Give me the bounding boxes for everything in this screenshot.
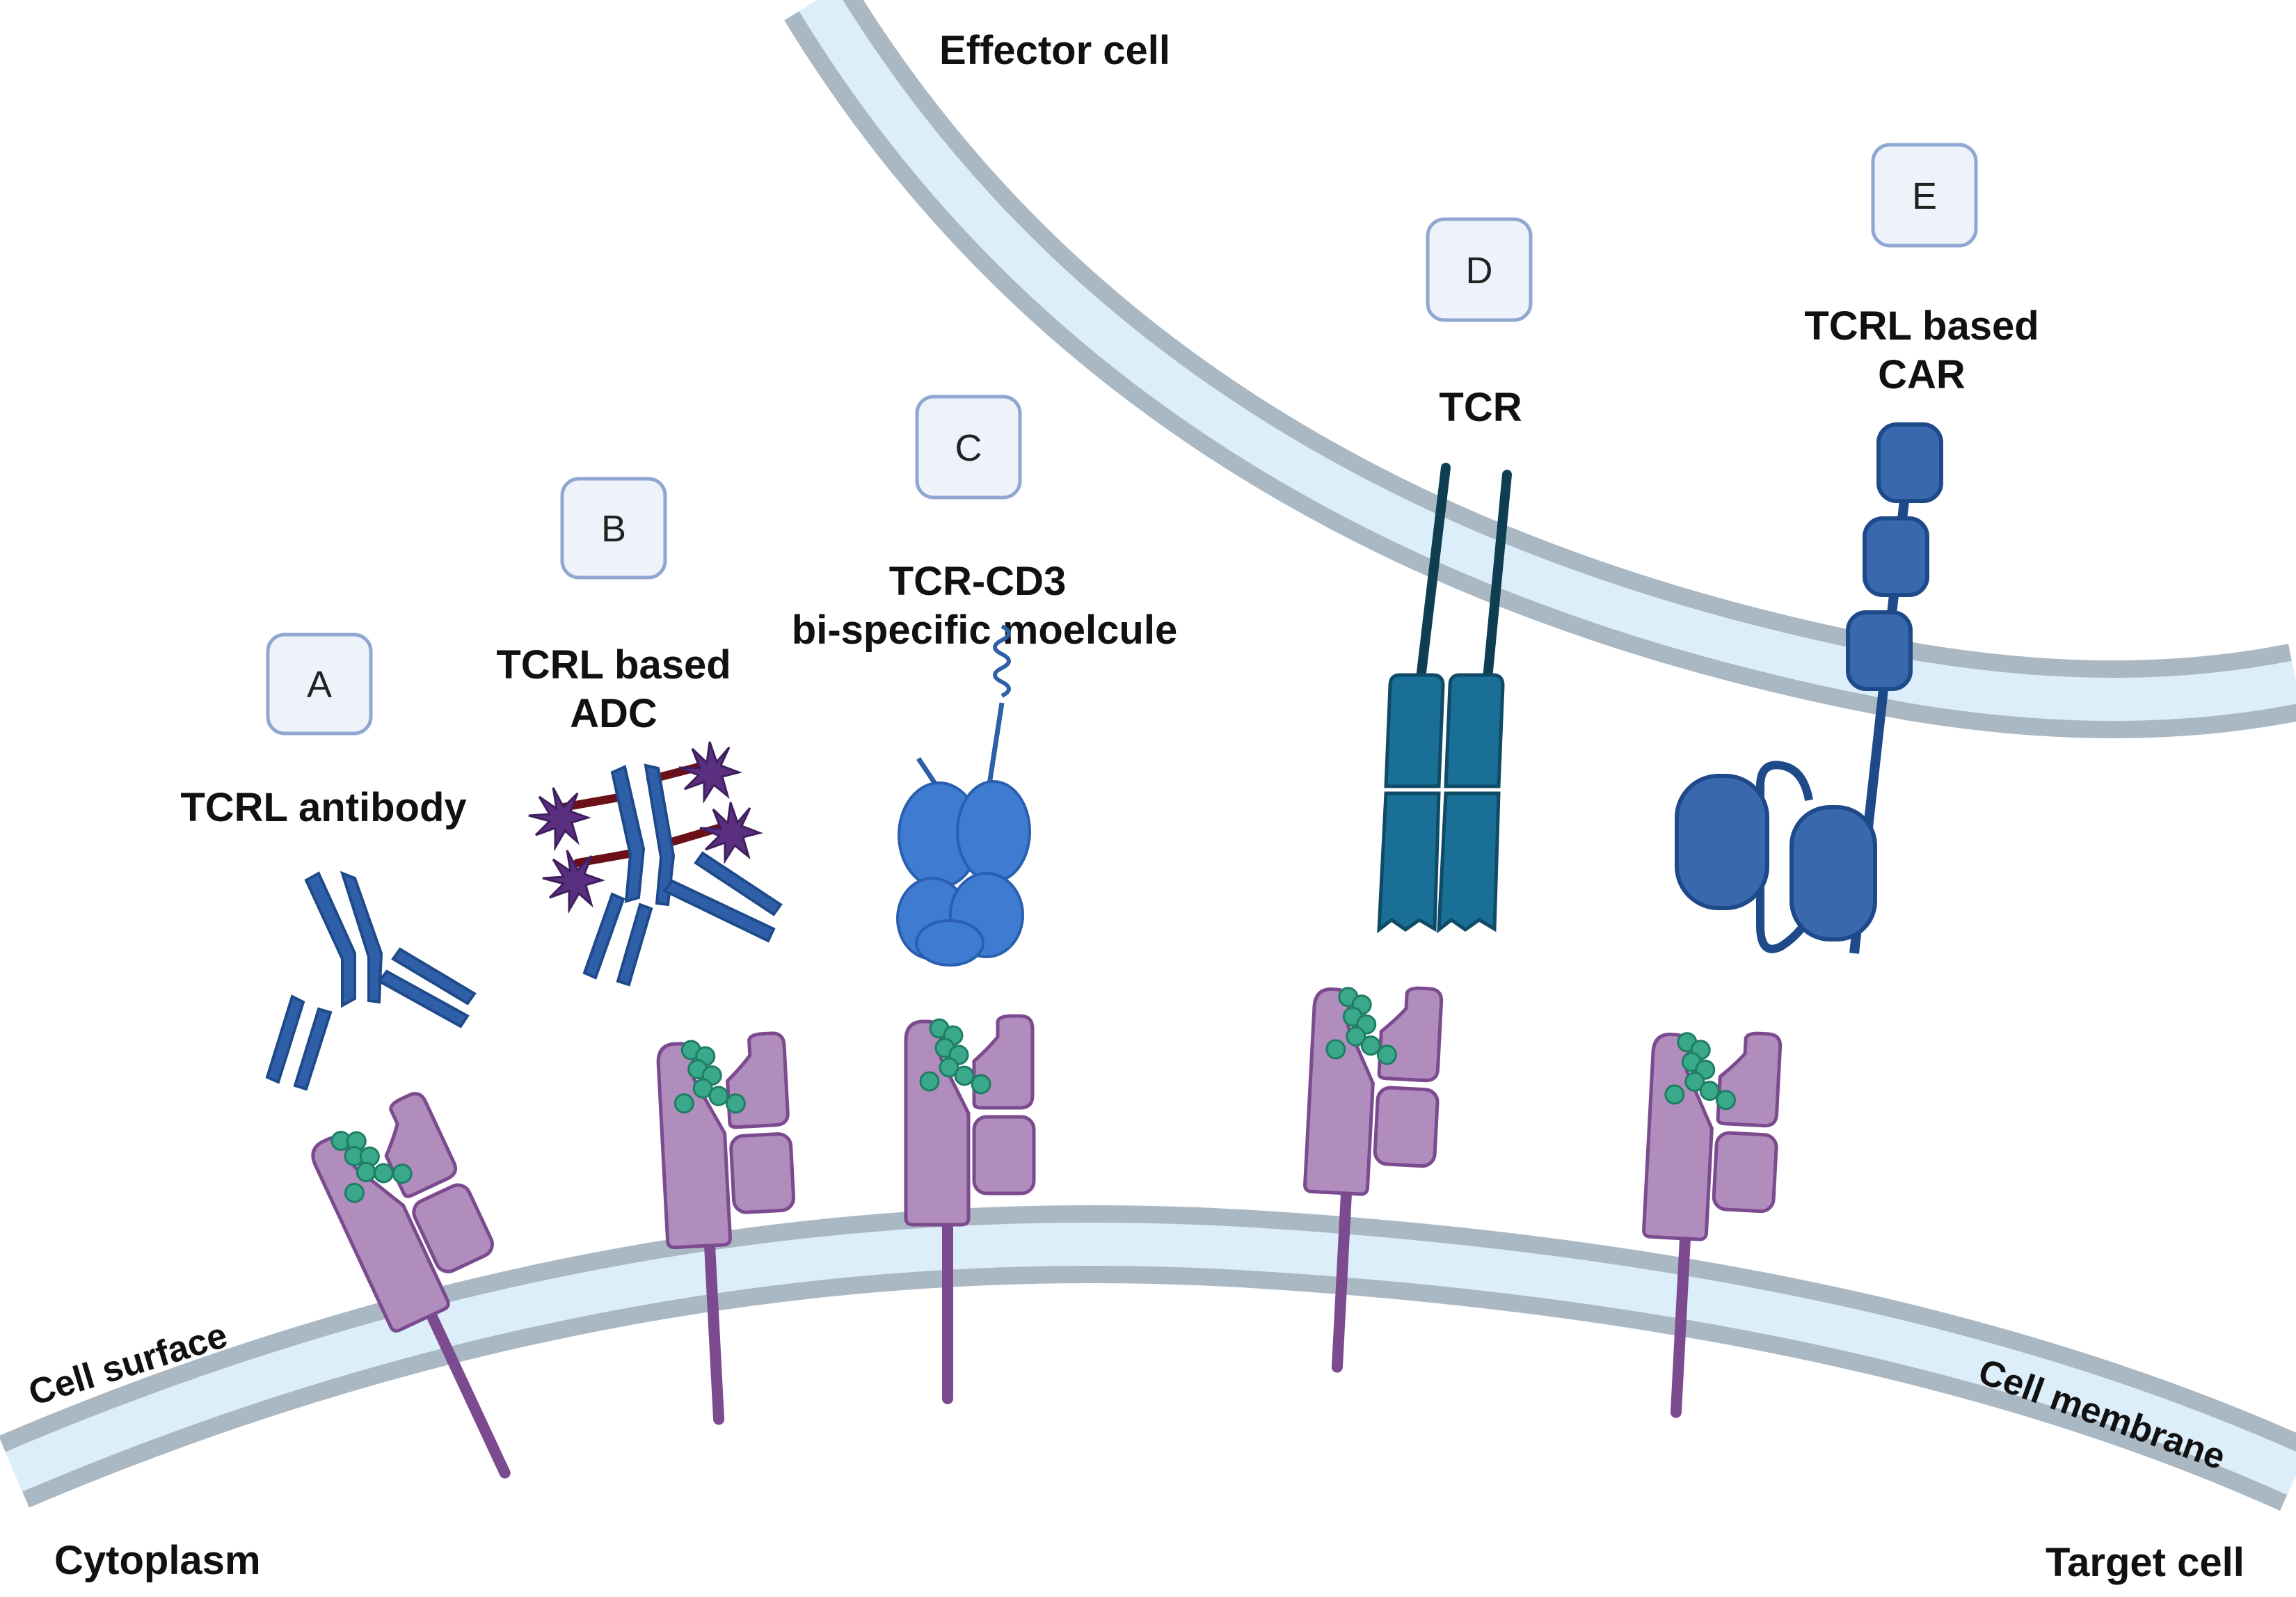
panel-a: A TCRL antibody xyxy=(180,633,583,1491)
panel-c-box xyxy=(915,395,1022,500)
target-cell-label: Target cell xyxy=(2046,1540,2245,1585)
panel-e-box xyxy=(1871,143,1978,248)
panel-b-title-line1: TCRL based xyxy=(496,642,731,688)
panel-c-title-line1: TCR-CD3 xyxy=(889,559,1067,604)
car-icon xyxy=(1675,422,1943,954)
panel-b: B TCRL based ADC xyxy=(496,477,805,1422)
mhc-peptide-complex-d xyxy=(1296,983,1444,1372)
target-cell-membrane xyxy=(0,1205,2296,1511)
panel-e-title-line1: TCRL based xyxy=(1804,303,2039,349)
panel-a-letter: A xyxy=(307,664,332,706)
panel-b-letter: B xyxy=(601,508,626,550)
adc-antibody-icon xyxy=(528,741,783,987)
tcr-icon xyxy=(1377,463,1512,934)
panel-e-letter: E xyxy=(1912,175,1937,217)
panel-b-box xyxy=(560,477,667,580)
effector-cell-label: Effector cell xyxy=(939,28,1170,73)
panel-e-title-line2: CAR xyxy=(1878,352,1966,397)
tcrl-antibody-icon xyxy=(265,871,477,1091)
effector-cell-membrane xyxy=(784,0,2296,738)
panel-d: D TCR xyxy=(1296,217,1533,1372)
cytoplasm-label: Cytoplasm xyxy=(54,1538,261,1583)
panel-e: E TCRL based CAR xyxy=(1634,143,2039,1417)
panel-c-title-line2: bi-specific moelcule xyxy=(792,607,1177,653)
panel-b-title-line2: ADC xyxy=(570,691,657,736)
panel-c: C TCR-CD3 bi-specific moelcule xyxy=(792,395,1177,1399)
panel-d-box xyxy=(1426,217,1533,322)
panel-a-title: TCRL antibody xyxy=(180,785,466,830)
panel-a-box xyxy=(266,633,373,736)
panel-d-title: TCR xyxy=(1439,385,1522,430)
bispecific-molecule-icon xyxy=(896,624,1031,967)
mhc-peptide-complex-e xyxy=(1634,1028,1783,1417)
panel-c-letter: C xyxy=(955,427,982,469)
panel-d-letter: D xyxy=(1466,250,1493,292)
